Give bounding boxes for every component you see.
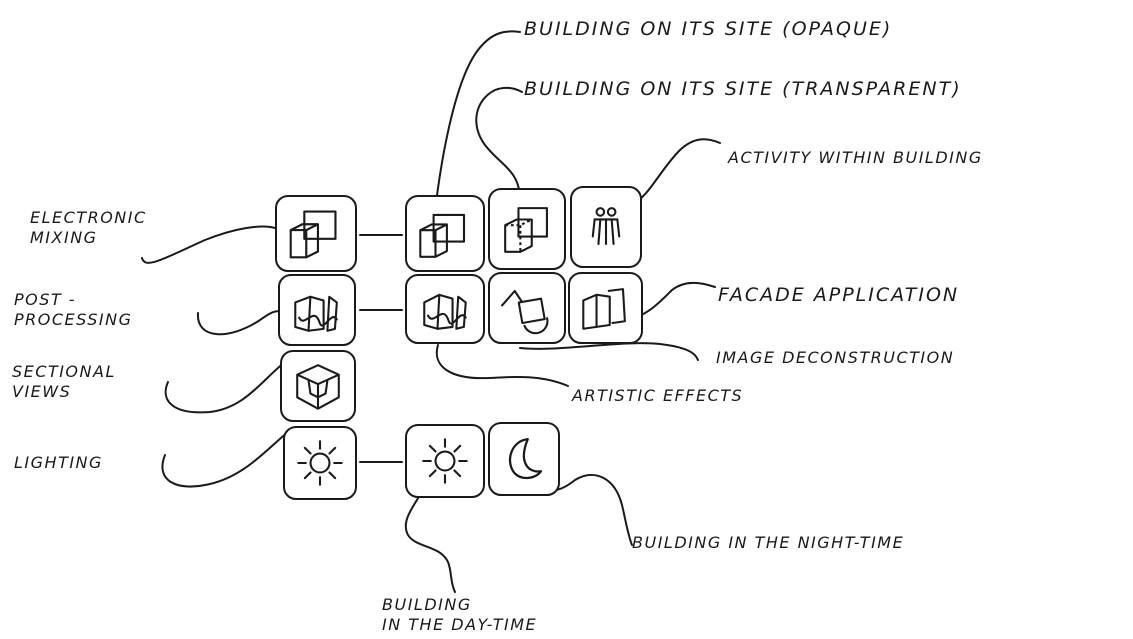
- activity-tile[interactable]: [570, 186, 642, 268]
- sun-icon: [422, 438, 468, 484]
- leader-lighting: [161, 431, 289, 488]
- leader-site-transparent: [475, 86, 523, 201]
- label-artistic-effects: ARTISTIC EFFECTS: [572, 386, 744, 405]
- site-opaque-tile[interactable]: [405, 195, 485, 272]
- lighting-tile[interactable]: [283, 426, 357, 500]
- label-night-time: BUILDING IN THE NIGHT-TIME: [632, 533, 905, 552]
- day-time-tile[interactable]: [405, 424, 485, 498]
- facade-panel-icon: [582, 288, 626, 330]
- post-processing-tile[interactable]: [278, 274, 356, 346]
- label-image-deconstruction: IMAGE DECONSTRUCTION: [716, 348, 955, 367]
- brush-stroke-icon: [294, 295, 338, 332]
- site-transparent-tile[interactable]: [488, 188, 566, 270]
- label-activity: ACTIVITY WITHIN BUILDING: [728, 148, 983, 167]
- cube-overlap-icon: [419, 213, 466, 258]
- sectional-views-tile[interactable]: [280, 350, 356, 422]
- night-time-tile[interactable]: [488, 422, 560, 496]
- label-site-transparent: BUILDING ON ITS SITE (TRANSPARENT): [524, 78, 962, 100]
- label-post-processing: POST - PROCESSING: [14, 290, 133, 329]
- leader-artistic-effects: [435, 344, 569, 387]
- leader-activity: [631, 138, 721, 206]
- brush-stroke-icon: [423, 293, 467, 330]
- label-sectional-views: SECTIONAL VIEWS: [12, 362, 116, 401]
- people-icon: [591, 207, 621, 246]
- cube-overlap-icon: [289, 210, 337, 259]
- leader-site-opaque: [432, 30, 521, 231]
- artistic-effects-tile[interactable]: [405, 274, 485, 344]
- label-electronic-mixing: ELECTRONIC MIXING: [30, 208, 147, 247]
- electronic-mixing-tile[interactable]: [275, 195, 357, 272]
- label-facade: FACADE APPLICATION: [718, 284, 960, 306]
- label-day-time: BUILDING IN THE DAY-TIME: [382, 595, 538, 634]
- transparent-cube-icon: [504, 207, 548, 253]
- leader-sectional-views: [164, 361, 286, 414]
- shape-fragments-icon: [500, 289, 549, 335]
- image-deconstruction-tile[interactable]: [488, 272, 566, 344]
- leader-image-deconstruction: [519, 342, 699, 361]
- sun-icon: [297, 440, 343, 486]
- label-site-opaque: BUILDING ON ITS SITE (OPAQUE): [524, 18, 893, 40]
- moon-icon: [508, 438, 543, 480]
- leader-electronic-mixing: [141, 225, 276, 264]
- label-lighting: LIGHTING: [14, 453, 103, 472]
- section-cube-icon: [296, 364, 340, 410]
- facade-tile[interactable]: [568, 272, 643, 344]
- leader-day-time: [404, 481, 456, 593]
